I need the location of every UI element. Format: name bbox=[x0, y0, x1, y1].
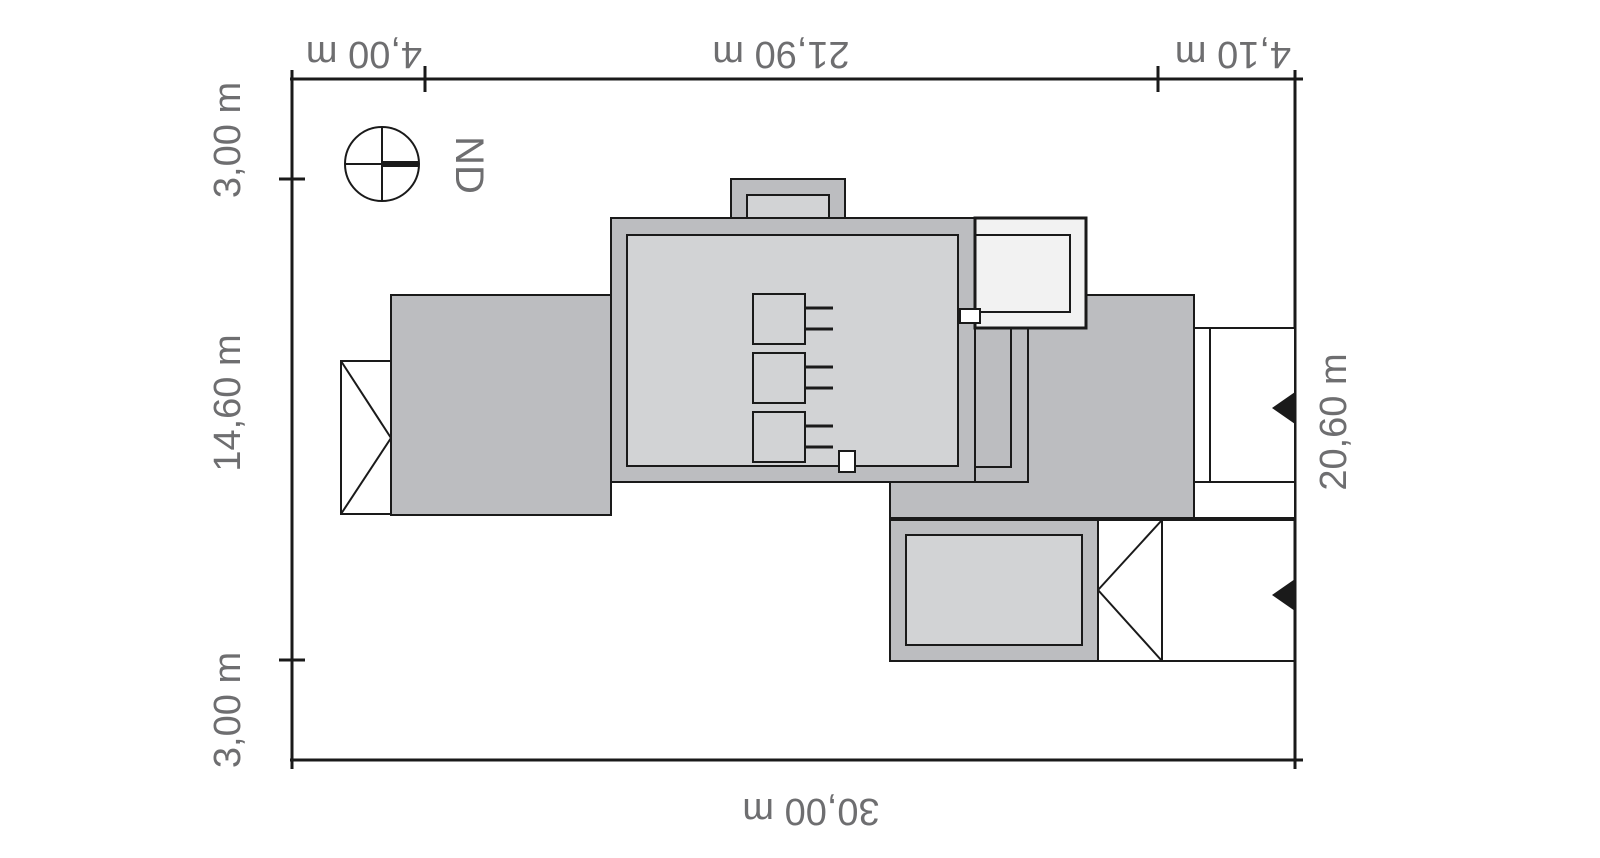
left-wing-roof bbox=[390, 294, 612, 516]
right-entrance-canopy bbox=[1193, 327, 1296, 519]
chimney bbox=[752, 352, 806, 404]
left-terrace bbox=[340, 360, 392, 515]
dim-top-right: 4,10 m bbox=[1175, 33, 1291, 75]
dim-left-bottom: 3,00 m bbox=[207, 652, 249, 768]
compass-icon bbox=[344, 126, 420, 202]
entrance-arrow-icon bbox=[1272, 392, 1295, 424]
orientation-label: ND bbox=[447, 136, 491, 194]
garage-canopy bbox=[1097, 519, 1295, 662]
dim-top-middle: 21,90 m bbox=[712, 33, 849, 75]
vent bbox=[838, 450, 856, 473]
dim-top-left: 4,00 m bbox=[306, 33, 422, 75]
dim-left-middle: 14,60 m bbox=[207, 334, 249, 471]
chimney bbox=[752, 293, 806, 345]
chimneys bbox=[752, 293, 856, 473]
pale-roof-section bbox=[959, 216, 1088, 330]
chimney bbox=[752, 411, 806, 463]
top-dormer bbox=[730, 178, 846, 219]
dim-left-top: 3,00 m bbox=[207, 82, 249, 198]
right-wing-roof bbox=[889, 294, 1195, 519]
entrance-arrow-icon bbox=[1272, 579, 1295, 611]
dim-bottom: 30,00 m bbox=[742, 790, 879, 832]
plot-boundary bbox=[279, 66, 1303, 769]
garage-roof bbox=[889, 519, 1099, 662]
dim-right: 20,60 m bbox=[1313, 353, 1355, 490]
